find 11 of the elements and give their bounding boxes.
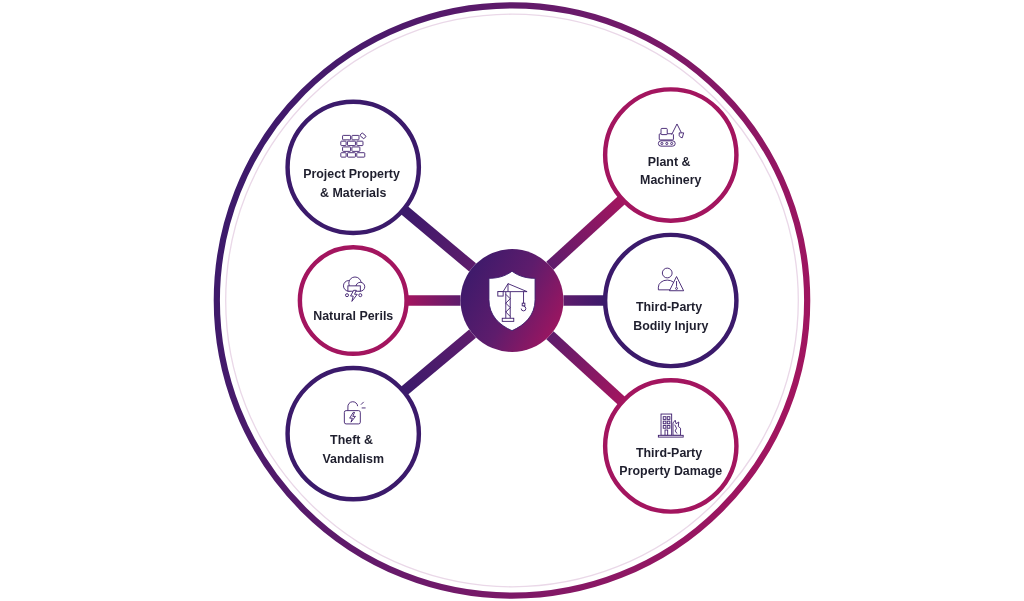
connector (546, 195, 626, 270)
node-circle: Third-Party Property Damage (602, 378, 739, 514)
node-circle: Plant & Machinery (602, 87, 739, 223)
connector (400, 205, 476, 272)
connector (400, 329, 476, 396)
node-circle: Theft & Vandalism (285, 365, 422, 502)
connector (546, 331, 626, 406)
node-circle: Third-Party Bodily Injury (602, 232, 739, 369)
node-circle (460, 249, 564, 352)
node-circle: Natural Perils (297, 244, 409, 357)
node-circle: Project Property & Materials (285, 99, 422, 236)
